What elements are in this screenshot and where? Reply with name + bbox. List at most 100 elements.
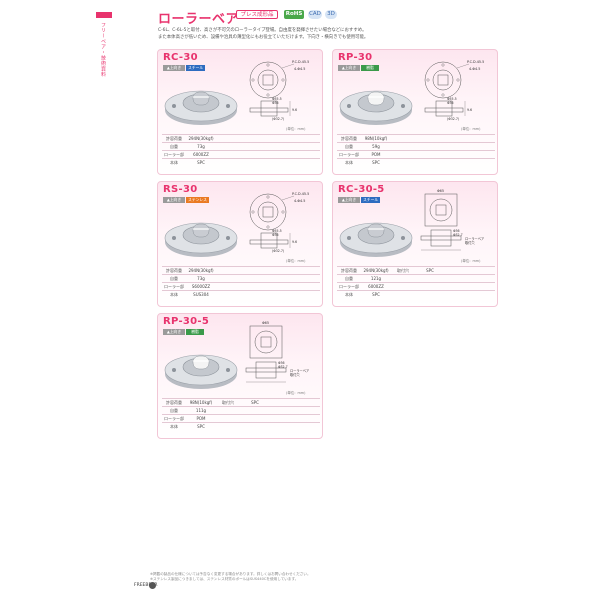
dim-label: Φ36 — [278, 361, 285, 365]
dim-label: P.C.D.45.5 — [467, 60, 484, 64]
spec-value: S6000ZZ — [186, 282, 216, 291]
spec-extra-key — [391, 290, 415, 299]
spec-value: 6000ZZ — [361, 282, 391, 291]
spec-value: 98N(10kgf) — [186, 398, 216, 407]
footnote-line-2: ※ステンレス製品につきましては、ステンレス材質のボールはSUS440Cを使用して… — [150, 577, 299, 581]
mount-hole — [172, 104, 176, 108]
spec-extra-value — [240, 134, 270, 143]
dim-label: Φ32.7 — [453, 233, 463, 237]
side-body — [260, 100, 278, 117]
spec-extra-value — [240, 142, 270, 151]
spec-extra-value — [240, 422, 270, 431]
spec-extra-key — [391, 274, 415, 283]
dim-label: Φ32.7 — [278, 365, 288, 369]
spec-value: POM — [186, 414, 216, 423]
product-photo-frame — [162, 336, 240, 394]
spec-blank — [445, 282, 495, 291]
dim-label: 9.6 — [292, 108, 297, 112]
hole-mark — [426, 78, 430, 82]
spec-extra-value — [415, 158, 445, 167]
product-card-rp-30: RP-30 ▲上向き 樹脂 P.C.D.45.5 4-Φ4. — [332, 49, 498, 175]
side-flange — [245, 367, 287, 373]
dim-label: 取付穴 — [465, 240, 475, 245]
product-name: RC-30 — [163, 52, 198, 63]
material-tag: スチール — [186, 65, 206, 71]
spec-value: SPC — [361, 290, 391, 299]
hole-mark — [281, 210, 285, 214]
spec-extra-value: SPC — [240, 398, 270, 407]
inner-circle — [257, 201, 279, 223]
spec-value: POM — [361, 150, 391, 159]
intro-line-1: C-6L、C-6L-5と取付、高さが不可欠のローラータイプ登場。自由度を発揮させ… — [158, 28, 367, 33]
spec-table: 許容荷重 98N(10kgf) 取付穴 SPC 自重 111g ローラー部 PO… — [162, 398, 320, 431]
dim-label: 4-Φ4.5 — [469, 67, 480, 71]
mount-hole — [226, 236, 230, 240]
dim-label: Φ36 — [447, 101, 454, 105]
spec-row: 自重 111g — [162, 406, 320, 415]
orientation-tag: ▲上向き — [163, 329, 185, 335]
spec-row: ローラー部 POM — [337, 150, 495, 159]
cad-badge[interactable]: CAD — [308, 10, 322, 19]
hole-mark — [441, 93, 445, 97]
product-name: RP-30-5 — [163, 316, 210, 327]
outline-square — [424, 193, 458, 227]
outline-square — [249, 325, 283, 359]
outline-circle — [424, 61, 462, 99]
mount-hole — [347, 236, 351, 240]
spec-row: 許容荷重 98N(10kgf) 取付穴 SPC — [162, 398, 320, 407]
spec-blank — [270, 406, 320, 415]
product-card-rs-30: RS-30 ▲上向き ステンレス P.C.D.45.5 4- — [157, 181, 323, 307]
spec-extra-value — [415, 290, 445, 299]
side-flange — [249, 239, 289, 245]
inner-circle — [429, 198, 453, 222]
spec-extra-key — [216, 274, 240, 283]
spec-blank — [270, 422, 320, 431]
section-tab-marker — [96, 12, 112, 18]
spec-extra-key — [391, 134, 415, 143]
dim-label: 取付穴 — [290, 372, 300, 377]
spec-key: 許容荷重 — [162, 266, 186, 275]
spec-extra-value — [240, 414, 270, 423]
hole-mark — [251, 78, 255, 82]
spec-row: 自重 121g — [337, 274, 495, 283]
spec-extra-key — [216, 266, 240, 275]
hole-mark — [281, 78, 285, 82]
side-body — [260, 232, 278, 249]
side-flange — [420, 235, 462, 241]
spec-blank — [445, 150, 495, 159]
dim-label: Φ55.5 — [447, 97, 457, 101]
spec-blank — [270, 150, 320, 159]
spec-value: 121g — [361, 274, 391, 283]
dim-label: Φ36 — [272, 101, 279, 105]
spec-key: 自重 — [162, 406, 186, 415]
spec-table: 許容荷重 98N(10kgf) 自重 59g ローラー部 POM 本体 SPC — [337, 134, 495, 167]
spec-value: 98N(10kgf) — [361, 134, 391, 143]
spec-blank — [270, 134, 320, 143]
mount-hole — [401, 104, 405, 108]
spec-key: 本体 — [162, 290, 186, 299]
spec-extra-key — [216, 142, 240, 151]
outline-circle — [249, 61, 287, 99]
material-tag: ステンレス — [186, 197, 209, 203]
dim-label: 4-Φ4.5 — [294, 199, 305, 203]
spec-table: 許容荷重 294N(30kgf) 取付穴 SPC 自重 121g ローラー部 6… — [337, 266, 495, 299]
spec-value: SPC — [186, 422, 216, 431]
spec-extra-value — [240, 282, 270, 291]
hole-mark — [266, 225, 270, 229]
spec-row: 本体 SPC — [162, 158, 320, 167]
inner-circle — [257, 69, 279, 91]
unit-note: (単位：mm) — [286, 259, 306, 263]
dim-label: 9.6 — [292, 240, 297, 244]
spec-extra-value — [415, 142, 445, 151]
spec-blank — [270, 266, 320, 275]
spec-extra-value — [240, 150, 270, 159]
spec-row: ローラー部 POM — [162, 414, 320, 423]
dim-label: (Φ32.7) — [272, 117, 284, 121]
spec-extra-key — [216, 290, 240, 299]
spec-extra-key — [216, 150, 240, 159]
spec-key: ローラー部 — [162, 150, 186, 159]
spec-extra-key — [216, 282, 240, 291]
spec-row: 許容荷重 98N(10kgf) — [337, 134, 495, 143]
product-photo-frame — [162, 204, 240, 262]
3d-badge[interactable]: 3D — [325, 10, 337, 19]
